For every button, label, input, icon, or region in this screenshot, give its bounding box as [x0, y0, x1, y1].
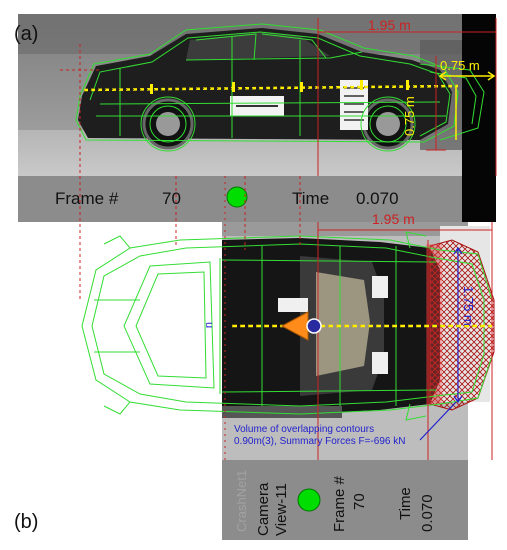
- side-markers: [150, 80, 409, 94]
- panel-a-label: (a): [14, 23, 38, 45]
- top-info-band: [222, 460, 468, 540]
- top-frame-value: 70: [351, 493, 368, 510]
- side-length-dimension-label: 1.95 m: [368, 17, 411, 33]
- top-width-dimension-label: 1.75 m: [461, 286, 476, 326]
- side-height-dimension-label: 0.75 m: [402, 96, 417, 136]
- top-length-dimension-label: 1.95 m: [372, 211, 415, 227]
- top-view-panel: u 1.95 m 1.75 m Volume of overlapping co…: [14, 176, 495, 540]
- side-green-contours: [75, 23, 485, 152]
- barrier-wall: [462, 14, 496, 222]
- top-car-photo: [222, 238, 440, 418]
- center-of-mass-marker: [306, 318, 322, 334]
- side-car-photo: [78, 28, 452, 150]
- side-status-dot: [226, 186, 248, 208]
- top-time-value: 0.070: [419, 494, 436, 532]
- side-crush-dimension: [438, 71, 496, 140]
- svg-text:u: u: [203, 322, 215, 328]
- panel-b-label: (b): [14, 511, 38, 533]
- camera-label-line-1: Camera: [255, 482, 272, 536]
- side-frame-label: Frame #: [55, 189, 119, 208]
- side-centerline: [83, 84, 459, 92]
- side-view-panel: (a) 1.95 m 0.75 m 0.75 m Frame # 70 Time…: [14, 14, 497, 222]
- side-frame-value: 70: [162, 189, 181, 208]
- side-crush-dimension-label: 0.75 m: [440, 58, 480, 73]
- side-time-label: Time: [292, 189, 329, 208]
- camera-label-line-2: View-11: [273, 483, 290, 536]
- top-frame-label: Frame #: [331, 475, 348, 532]
- top-status-dot: [297, 488, 321, 512]
- watermark-text: CrashNet1: [234, 470, 249, 532]
- top-time-label: Time: [397, 487, 414, 520]
- side-time-value: 0.070: [356, 189, 399, 208]
- side-dimension-lines: [60, 18, 497, 176]
- volume-text-line-2: 0.90m(3), Summary Forces F=-696 kN: [234, 436, 405, 447]
- volume-text-line-1: Volume of overlapping contours: [234, 424, 374, 435]
- top-dimension-lines: [79, 176, 493, 540]
